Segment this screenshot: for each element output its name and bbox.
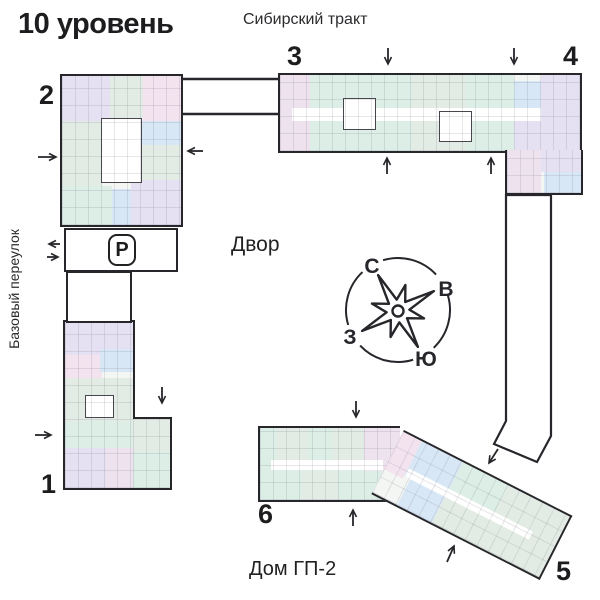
page-title: 10 уровень bbox=[18, 8, 174, 40]
apartment-area bbox=[133, 452, 170, 488]
apartment-area bbox=[62, 186, 112, 225]
apartment-area bbox=[332, 428, 370, 460]
stair-elevator-core bbox=[439, 111, 472, 142]
apartment-area bbox=[514, 81, 541, 112]
apartment-area bbox=[271, 459, 384, 471]
compass-letter-east: В bbox=[438, 278, 453, 301]
apartment-area bbox=[276, 428, 308, 462]
parking-label: P bbox=[115, 238, 129, 261]
apartment-area bbox=[302, 471, 339, 500]
building-label-2: 2 bbox=[39, 80, 55, 110]
apartment-area bbox=[292, 108, 541, 121]
street-label-top: Сибирский тракт bbox=[243, 11, 368, 28]
house-name-label: Дом ГП-2 bbox=[249, 558, 337, 580]
building-label-4: 4 bbox=[563, 41, 579, 71]
apartment-area bbox=[541, 75, 580, 151]
apartment-area bbox=[138, 144, 181, 181]
apartment-area bbox=[65, 421, 133, 449]
apartment-area bbox=[541, 150, 581, 173]
building-1-plan[interactable] bbox=[63, 320, 135, 490]
compass-center bbox=[391, 304, 405, 318]
apartment-area bbox=[65, 355, 103, 379]
adjacent-building-outline bbox=[492, 193, 553, 464]
apartment-area bbox=[544, 172, 581, 193]
apartment-area bbox=[100, 348, 133, 372]
entrance-arrow bbox=[488, 448, 499, 465]
apartment-area bbox=[109, 76, 143, 118]
apartment-area bbox=[62, 76, 110, 121]
building-label-6: 6 bbox=[258, 499, 274, 529]
building-label-3: 3 bbox=[287, 41, 303, 71]
building-2-plan[interactable] bbox=[60, 74, 183, 227]
street-label-left: Базовый переулок bbox=[6, 229, 22, 349]
stair-elevator-core bbox=[343, 97, 376, 130]
apartment-area bbox=[65, 448, 106, 488]
compass-letter-north: С bbox=[364, 255, 379, 278]
compass-letter-south: Ю bbox=[415, 348, 437, 371]
apartment-area bbox=[111, 189, 131, 225]
apartment-area bbox=[140, 120, 181, 145]
apartment-area bbox=[133, 419, 170, 453]
apartment-area bbox=[62, 120, 103, 187]
parking-structure: P bbox=[64, 228, 178, 272]
building-3-4-plan[interactable] bbox=[278, 73, 582, 153]
apartment-area bbox=[131, 180, 181, 225]
compass-rose: С В З Ю bbox=[343, 255, 453, 371]
apartment-area bbox=[142, 76, 181, 121]
building-4-wing[interactable] bbox=[505, 150, 583, 195]
courtyard-label: Двор bbox=[231, 233, 280, 256]
parking-structure-lower bbox=[66, 271, 132, 323]
apartment-area bbox=[507, 150, 542, 193]
building-label-5: 5 bbox=[556, 556, 572, 586]
parking-icon: P bbox=[108, 234, 136, 266]
building-1-wing[interactable] bbox=[133, 417, 172, 490]
building-label-1: 1 bbox=[41, 469, 57, 499]
entrance-arrow bbox=[446, 544, 456, 563]
stair-elevator-core bbox=[85, 395, 114, 419]
compass-letter-west: З bbox=[343, 326, 356, 349]
apartment-area bbox=[105, 448, 133, 488]
stair-elevator-core bbox=[101, 117, 142, 184]
